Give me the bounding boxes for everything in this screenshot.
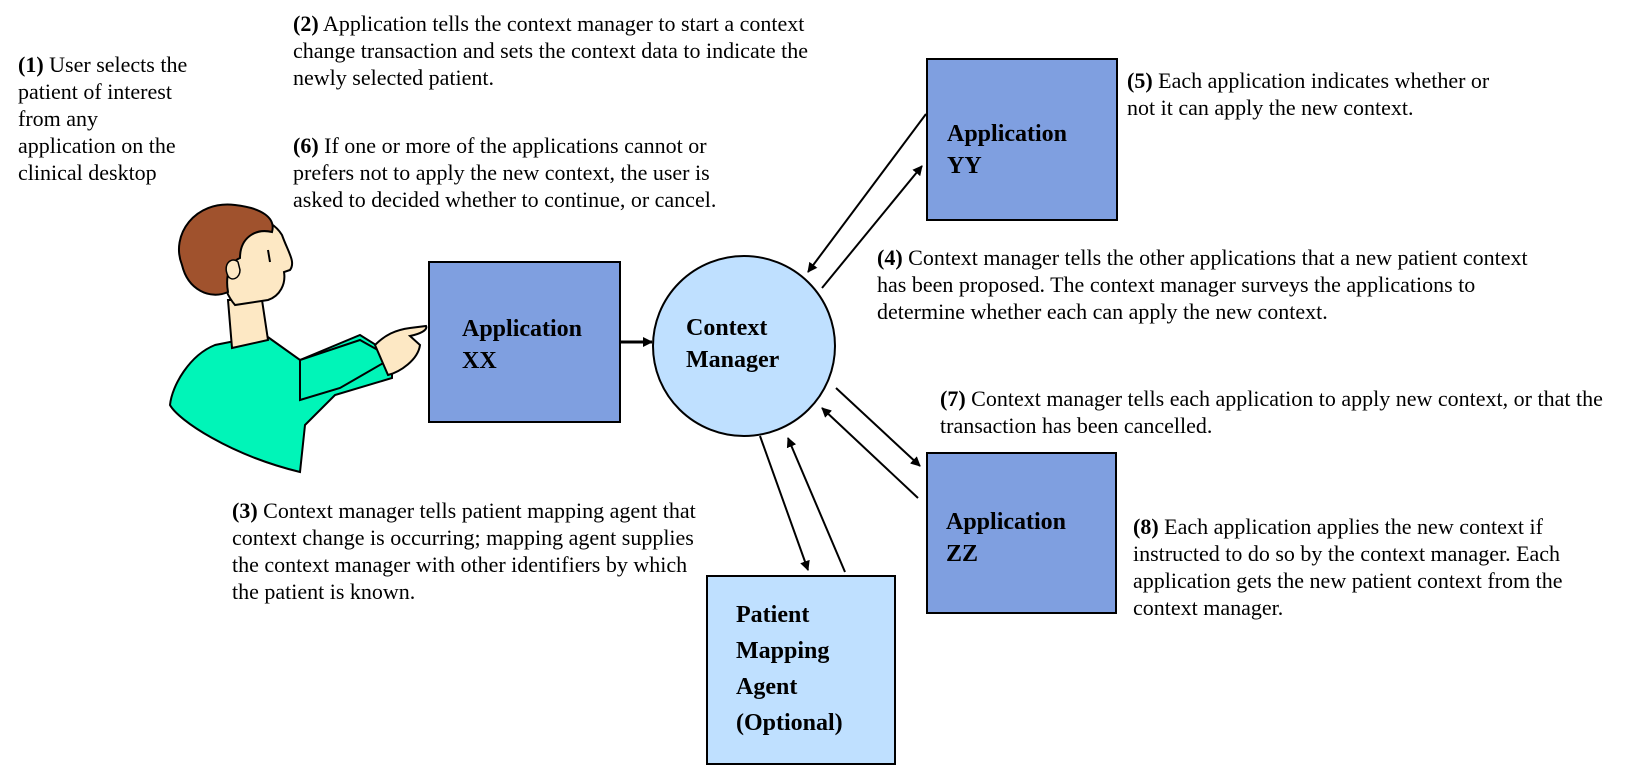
user-hair bbox=[177, 203, 274, 296]
agent-line3: Agent bbox=[736, 674, 798, 700]
note-6-text: If one or more of the applications canno… bbox=[293, 133, 717, 212]
arrow-agent-to-cm bbox=[786, 437, 846, 573]
patient-mapping-agent-label: Patient Mapping Agent (Optional) bbox=[736, 597, 843, 741]
user-eye bbox=[267, 249, 271, 263]
application-xx-line1: Application bbox=[462, 316, 583, 342]
note-3: (3) Context manager tells patient mappin… bbox=[232, 497, 702, 605]
application-xx-line2: XX bbox=[462, 348, 497, 374]
application-xx-box: Application XX bbox=[428, 261, 621, 423]
application-yy-line2: YY bbox=[947, 153, 982, 179]
note-5: (5) Each application indicates whether o… bbox=[1127, 67, 1507, 121]
application-yy-label: Application YY bbox=[947, 118, 1067, 182]
application-yy-line1: Application bbox=[947, 121, 1068, 147]
note-5-number: (5) bbox=[1127, 68, 1153, 93]
arrow-yy-to-cm bbox=[807, 113, 927, 273]
note-4: (4) Context manager tells the other appl… bbox=[877, 244, 1537, 325]
note-3-text: Context manager tells patient mapping ag… bbox=[232, 498, 696, 604]
agent-line4: (Optional) bbox=[736, 710, 843, 736]
agent-line2: Mapping bbox=[736, 638, 830, 664]
context-manager-label: Context Manager bbox=[686, 312, 779, 376]
note-4-text: Context manager tells the other applicat… bbox=[877, 245, 1528, 324]
arrow-zz-to-cm bbox=[821, 407, 919, 499]
context-manager-line1: Context bbox=[686, 315, 768, 341]
note-1-number: (1) bbox=[18, 52, 44, 77]
note-7-number: (7) bbox=[940, 386, 966, 411]
note-4-number: (4) bbox=[877, 245, 903, 270]
patient-mapping-agent-box: Patient Mapping Agent (Optional) bbox=[706, 575, 896, 765]
note-7-text: Context manager tells each application t… bbox=[940, 386, 1603, 438]
user-arm bbox=[299, 338, 395, 402]
note-1-text: User selects the patient of interest fro… bbox=[18, 52, 188, 185]
application-zz-line2: ZZ bbox=[946, 541, 979, 567]
note-1: (1) User selects the patient of interest… bbox=[18, 51, 196, 186]
note-2: (2) Application tells the context manage… bbox=[293, 10, 853, 91]
arrow-cm-to-agent bbox=[759, 435, 810, 571]
note-3-number: (3) bbox=[232, 498, 258, 523]
application-zz-box: Application ZZ bbox=[926, 452, 1117, 614]
context-manager-line2: Manager bbox=[686, 347, 780, 373]
note-8: (8) Each application applies the new con… bbox=[1133, 513, 1573, 621]
context-manager-node bbox=[652, 255, 836, 437]
note-8-text: Each application applies the new context… bbox=[1133, 514, 1563, 620]
note-5-text: Each application indicates whether or no… bbox=[1127, 68, 1490, 120]
note-2-text: Application tells the context manager to… bbox=[293, 11, 808, 90]
application-zz-label: Application ZZ bbox=[946, 506, 1066, 570]
note-7: (7) Context manager tells each applicati… bbox=[940, 385, 1620, 439]
note-6-number: (6) bbox=[293, 133, 319, 158]
user-neck bbox=[226, 299, 270, 350]
application-yy-box: Application YY bbox=[926, 58, 1118, 221]
note-8-number: (8) bbox=[1133, 514, 1159, 539]
user-figure-icon bbox=[168, 203, 428, 474]
user-ear bbox=[225, 259, 241, 280]
note-6: (6) If one or more of the applications c… bbox=[293, 132, 733, 213]
arrow-cm-to-yy bbox=[821, 165, 923, 289]
user-hand bbox=[373, 324, 428, 377]
application-xx-label: Application XX bbox=[462, 313, 582, 377]
agent-line1: Patient bbox=[736, 602, 810, 628]
application-zz-line1: Application bbox=[946, 509, 1067, 535]
note-2-number: (2) bbox=[293, 11, 319, 36]
arrow-cm-to-zz bbox=[835, 387, 921, 467]
